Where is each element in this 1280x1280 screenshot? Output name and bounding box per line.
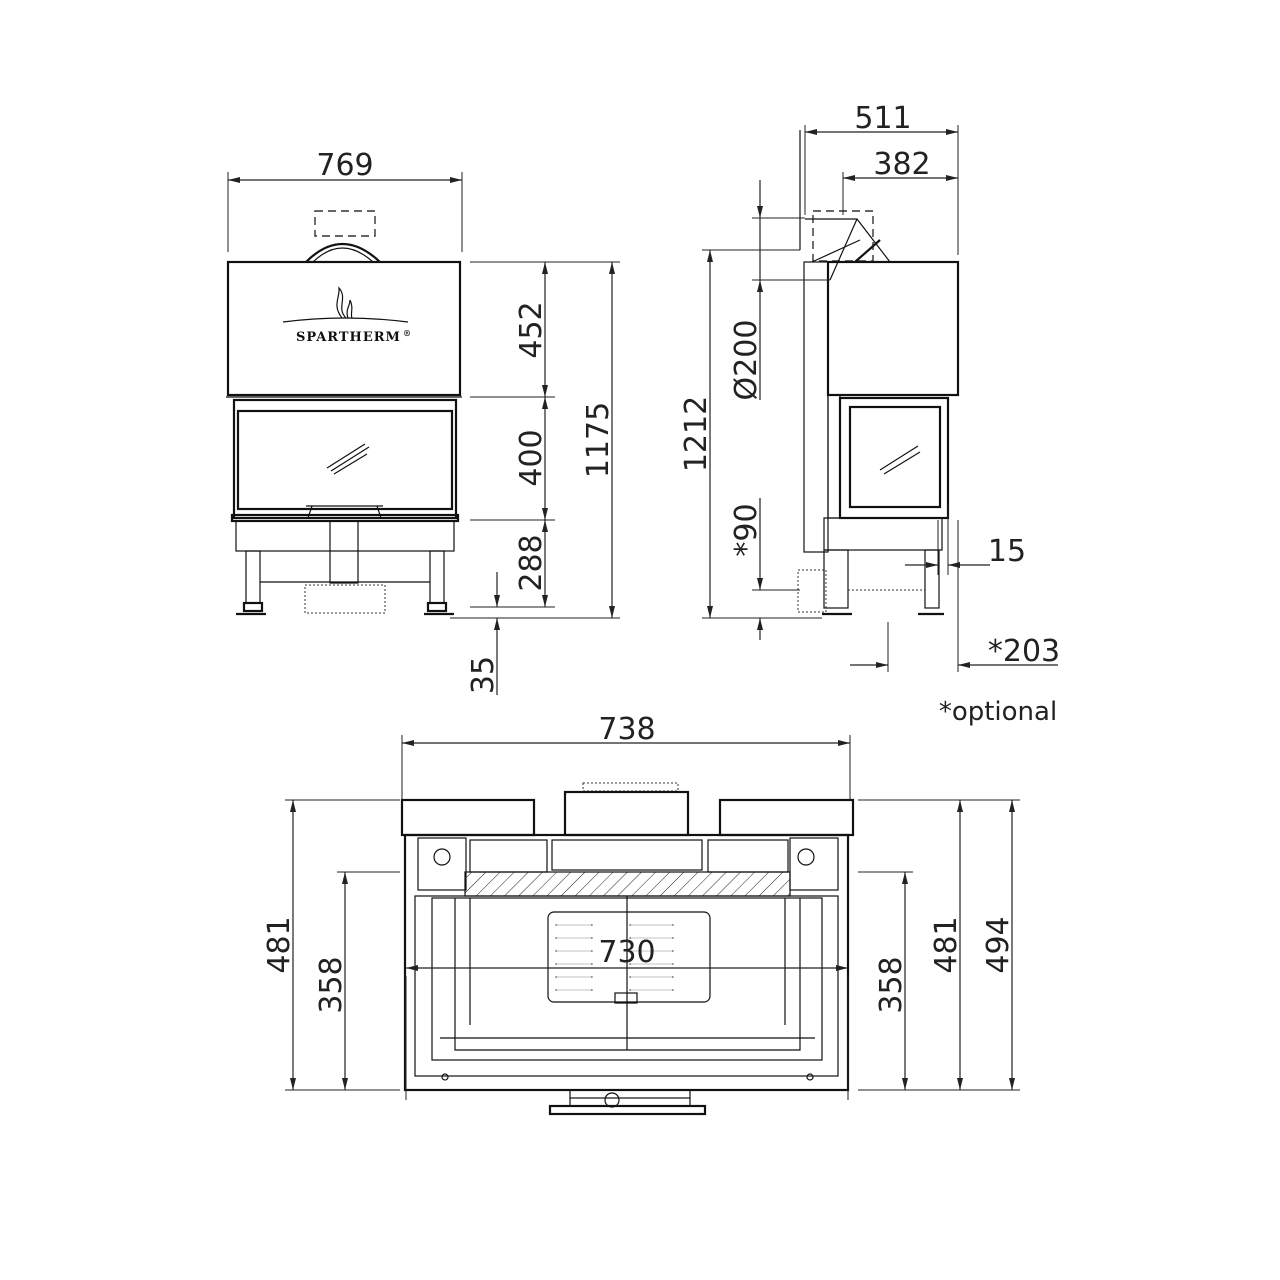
brand-logo: SPARTHERM® (296, 328, 412, 345)
dim-width: 769 (316, 148, 373, 183)
dim-hood-height: 452 (514, 301, 549, 358)
side-view: 511 382 Ø200 1212 *90 15 *203 (679, 101, 1060, 672)
optional-note: *optional (939, 697, 1057, 727)
dim-left-depth: 481 (262, 916, 297, 973)
dim-flue-height: 1212 (679, 396, 714, 472)
dim-foot-height: 35 (466, 656, 501, 694)
dim-firebox-height: 400 (514, 429, 549, 486)
dim-optional-offset: *90 (729, 503, 764, 556)
dim-top-width: 738 (598, 712, 655, 747)
dim-bottom-width: 730 (598, 935, 655, 970)
dim-left-inner-depth: 358 (314, 956, 349, 1013)
dim-right-inner-depth: 358 (874, 956, 909, 1013)
dim-flue-diameter: Ø200 (729, 320, 764, 401)
registered-mark: ® (403, 328, 412, 338)
dim-right-depth: 481 (929, 916, 964, 973)
dim-overall-depth: 494 (981, 916, 1016, 973)
dim-projection: 15 (988, 534, 1026, 569)
spartherm-logo: SPARTHERM® (282, 286, 412, 345)
dim-total-depth: 511 (854, 101, 911, 136)
plan-view: 738 730 481 358 358 481 494 (262, 712, 1020, 1116)
dim-optional-depth: *203 (988, 634, 1060, 669)
dim-body-depth: 382 (873, 147, 930, 182)
grate-slots (555, 924, 674, 991)
dim-total-height: 1175 (581, 402, 616, 478)
brand-logo-text: SPARTHERM (296, 330, 401, 345)
dim-base-height: 288 (514, 534, 549, 591)
front-view: SPARTHERM® 769 452 400 (226, 148, 620, 695)
